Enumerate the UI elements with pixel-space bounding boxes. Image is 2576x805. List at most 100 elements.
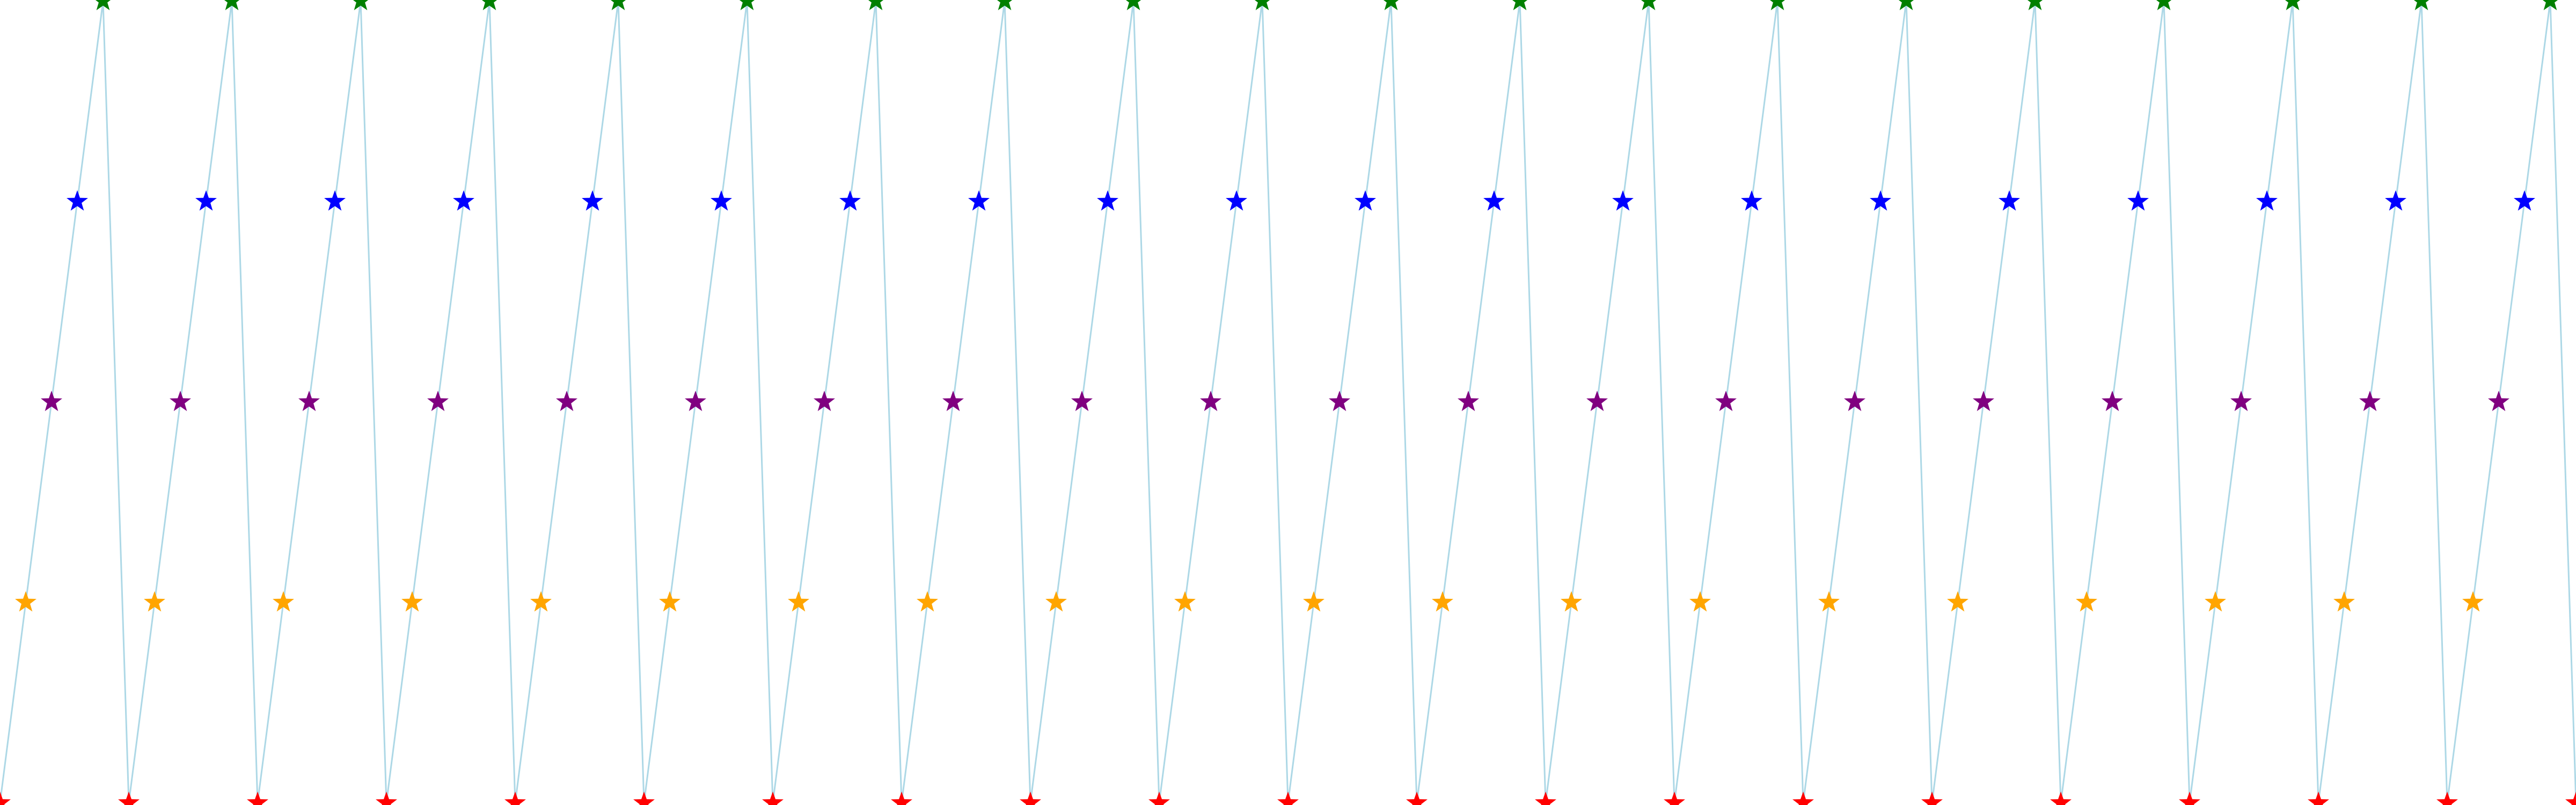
data-point-star <box>1200 391 1221 411</box>
data-point-star <box>1715 391 1737 411</box>
data-point-star <box>1844 391 1865 411</box>
data-point-star <box>2488 391 2509 411</box>
data-point-star <box>2050 792 2072 805</box>
data-point-star <box>711 190 732 211</box>
data-point-star <box>1174 591 1196 612</box>
data-point-star <box>788 591 809 612</box>
data-point-star <box>2308 792 2329 805</box>
data-point-star <box>1586 391 1608 411</box>
data-point-star <box>1277 792 1299 805</box>
data-point-star <box>1355 190 1376 211</box>
data-point-star <box>453 190 474 211</box>
data-point-star <box>1689 591 1711 612</box>
data-point-star <box>504 792 526 805</box>
data-point-star <box>1818 591 1840 612</box>
data-point-star <box>2230 391 2252 411</box>
data-point-star <box>67 190 88 211</box>
data-point-star <box>1769 0 1785 10</box>
data-point-star <box>2076 591 2097 612</box>
data-point-star <box>2256 190 2278 211</box>
data-point-star <box>685 391 706 411</box>
data-point-star <box>1097 190 1118 211</box>
data-point-star <box>2413 0 2429 10</box>
data-point-star <box>1226 190 1247 211</box>
data-point-star <box>95 0 111 10</box>
data-point-star <box>1020 792 1041 805</box>
data-point-star <box>1999 190 2020 211</box>
data-point-star <box>2285 0 2301 10</box>
data-point-star <box>2542 0 2558 10</box>
data-point-star <box>633 792 655 805</box>
data-point-star <box>839 190 861 211</box>
data-point-star <box>2436 792 2458 805</box>
data-point-star <box>917 591 938 612</box>
data-point-star <box>1125 0 1141 10</box>
data-point-star <box>2127 190 2149 211</box>
data-point-star <box>2102 391 2123 411</box>
data-point-star <box>247 792 268 805</box>
data-point-star <box>1641 0 1657 10</box>
data-point-star <box>659 591 680 612</box>
data-point-star <box>1329 391 1350 411</box>
data-point-star <box>353 0 369 10</box>
data-point-star <box>2179 792 2200 805</box>
data-point-star <box>1973 391 1994 411</box>
data-point-star <box>2333 591 2355 612</box>
data-point-star <box>1561 591 1582 612</box>
data-point-star <box>1071 391 1093 411</box>
data-point-star <box>762 792 784 805</box>
data-point-star <box>1664 792 1685 805</box>
data-point-star <box>298 391 320 411</box>
data-point-star <box>1148 792 1170 805</box>
data-point-star <box>481 0 497 10</box>
data-point-star <box>1383 0 1399 10</box>
data-point-star <box>273 591 294 612</box>
data-point-star <box>1458 391 1479 411</box>
data-point-star <box>2385 190 2406 211</box>
data-point-star <box>1303 591 1324 612</box>
data-point-star <box>997 0 1013 10</box>
data-point-star <box>2514 190 2535 211</box>
data-point-star <box>401 591 423 612</box>
data-point-star <box>1254 0 1270 10</box>
data-point-star <box>968 190 990 211</box>
data-point-star <box>942 391 964 411</box>
data-point-star <box>427 391 449 411</box>
data-point-star <box>814 391 835 411</box>
data-point-star <box>376 792 397 805</box>
data-point-star <box>1612 190 1634 211</box>
data-point-star <box>1406 792 1428 805</box>
data-point-star <box>0 792 11 805</box>
data-point-star <box>2359 391 2381 411</box>
data-point-star <box>582 190 603 211</box>
data-point-star <box>739 0 755 10</box>
data-point-star <box>530 591 552 612</box>
data-point-star <box>41 391 62 411</box>
data-point-star <box>224 0 240 10</box>
data-point-star <box>1535 792 1556 805</box>
data-point-star <box>1432 591 1453 612</box>
data-point-star <box>1792 792 1814 805</box>
data-point-star <box>891 792 912 805</box>
data-point-star <box>118 792 140 805</box>
data-point-star <box>1870 190 1891 211</box>
data-point-star <box>2156 0 2172 10</box>
data-point-star <box>1512 0 1528 10</box>
data-point-star <box>15 591 36 612</box>
data-point-star <box>868 0 884 10</box>
data-point-star <box>1898 0 1914 10</box>
data-point-star <box>2027 0 2043 10</box>
data-point-star <box>144 591 165 612</box>
data-point-star <box>2565 792 2576 805</box>
data-point-star <box>195 190 217 211</box>
data-point-star <box>1947 591 1968 612</box>
data-point-star <box>324 190 346 211</box>
data-point-star <box>1045 591 1067 612</box>
data-point-star <box>2462 591 2484 612</box>
data-point-star <box>2205 591 2226 612</box>
data-point-star <box>556 391 577 411</box>
